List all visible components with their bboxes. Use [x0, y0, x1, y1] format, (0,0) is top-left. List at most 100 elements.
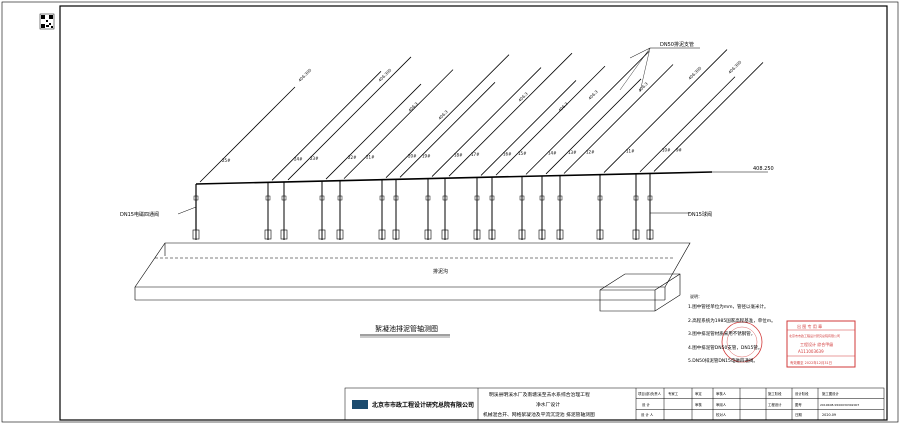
solenoid-valve: [264, 229, 272, 240]
dn50-branch-line: [480, 80, 577, 176]
dn50-branch-line: [399, 82, 496, 178]
dn50-branch-line: [639, 76, 736, 173]
design-notes: 1.图中管径单位为mm，管径以毫米计。 2.高程系统为1985国家高程基准，单位…: [688, 301, 798, 369]
valve-left-label: DN15电磁四通阀: [120, 211, 159, 218]
branch-number: 24#: [294, 156, 303, 161]
solenoid-valve: [336, 229, 344, 240]
pipe-elevation-label: 406.300: [377, 67, 393, 83]
solenoid-valve: [538, 229, 546, 240]
ball-valve: [633, 195, 639, 201]
note-3: 3.图中排泥管材质采用不锈钢管，: [688, 332, 756, 337]
ball-valve: [337, 195, 343, 201]
ball-valve: [519, 195, 525, 201]
title-block-grid: [344, 387, 885, 421]
trench-label: 排泥沟: [433, 268, 448, 275]
ball-valve: [474, 195, 480, 201]
drain-trench: [134, 242, 691, 312]
solenoid-valve: [646, 229, 654, 240]
role-2: 设 计: [642, 402, 650, 407]
notes-heading: 说明：: [690, 293, 702, 299]
drawing-no-label: 图号: [795, 402, 802, 407]
dn50-branch-line: [603, 49, 728, 173]
branch-number: 10#: [662, 148, 671, 153]
stamp-line3: 工程设计 综合甲级: [800, 341, 833, 347]
solenoid-valve: [441, 229, 449, 240]
stage-value: 施工图设计: [822, 391, 840, 396]
solenoid-valve: [518, 229, 526, 240]
ball-valve: [379, 195, 385, 201]
solenoid-valve: [318, 229, 326, 240]
note-2: 2.高程系统为1985国家高程基准，单位m。: [688, 318, 776, 324]
pipe-elevation-label: 406.3: [637, 81, 649, 93]
drawing-no-value: 2019K08-S500030302007: [820, 403, 859, 407]
project-line3: 机械混合开、网格絮凝池及平流沉淀池 排泥管轴测图: [483, 411, 595, 418]
branch-number: 20#: [408, 154, 417, 159]
review-1: 审核人: [716, 391, 727, 396]
solenoid-valve: [192, 229, 200, 240]
review-3: 校对人: [716, 412, 727, 417]
branch-number: 9#: [676, 147, 683, 152]
branch-number: 25#: [222, 158, 231, 163]
dn50-branch-line: [287, 56, 412, 181]
stamp-line5: 有效期至 2022年12月31日: [790, 360, 832, 365]
dn50-branch-line: [343, 69, 454, 179]
project-line1: 明溪县明溪水厂及南塘溪至去水系综合治理工程: [489, 391, 590, 398]
main-elevation: 408.250: [753, 166, 774, 172]
pipe-elevation-label: 406.300: [687, 65, 703, 81]
stamp-line1: 出 图 专 用 章: [797, 323, 822, 329]
solenoid-valve: [488, 229, 496, 240]
dn50-branch-line: [653, 62, 764, 172]
valve-right-label: DN15球阀: [688, 211, 712, 218]
dn50-branch-line: [385, 54, 510, 178]
ball-valve: [442, 195, 448, 201]
branch-number: 14#: [548, 150, 557, 155]
branch-number: 13#: [568, 150, 577, 155]
project-line2: 净水厂设计: [536, 401, 560, 408]
branch-number: 16#: [503, 151, 512, 156]
note-1: 1.图中管径单位为mm，管径以毫米计。: [688, 305, 769, 310]
solenoid-valve: [280, 229, 288, 240]
dn50-branch-line: [271, 71, 382, 181]
drawing-title: 絮凝池排泥管轴测图: [375, 324, 438, 333]
pipe-elevation-label: 406.3: [517, 91, 529, 103]
branch-number: 18#: [454, 153, 463, 158]
role-name-3: 审核: [695, 402, 702, 407]
stamp-line4: A111003639: [798, 349, 824, 354]
solenoid-valve: [392, 229, 400, 240]
solenoid-valve: [556, 229, 564, 240]
dn50-branch-line: [525, 51, 650, 175]
branch-pipes: 25#24#23#22#21#20#19#18#17#16#15#14#13#1…: [192, 49, 764, 240]
solenoid-valve: [378, 229, 386, 240]
ball-valve: [393, 195, 399, 201]
company-logo: [352, 400, 368, 409]
pipe-elevation-label: 406.3: [407, 101, 419, 113]
solenoid-valve: [424, 229, 432, 240]
role-3: 设 计 人: [641, 412, 654, 417]
review-4: 施工阶段: [768, 391, 782, 396]
dn50-branch-line: [495, 65, 606, 176]
branch-number: 17#: [471, 152, 480, 157]
ball-valve: [265, 195, 271, 201]
note-5: 5.DN50排泥管DN15电磁四通阀。: [688, 359, 758, 364]
branch-number: 15#: [518, 151, 527, 156]
dn50-branch-line: [448, 52, 573, 177]
date-value: 2020.09: [822, 413, 836, 417]
role-name-1: 专家工: [668, 391, 679, 396]
review-5: 工程设计: [768, 402, 782, 407]
stamp-line2: 北京市市政工程设计研究总院有限公司: [789, 333, 840, 338]
ball-valve: [319, 195, 325, 201]
main-pipe: [195, 171, 768, 230]
pipe-elevation-label: 406.300: [297, 67, 313, 83]
pipe-elevation-label: 406.300: [727, 59, 743, 75]
organization-name: 北京市市政工程设计研究总院有限公司: [372, 401, 474, 409]
pipe-elevation-label: 406.3: [557, 101, 569, 113]
pipe-elevation-label: 406.3: [587, 89, 599, 101]
branch-number: 22#: [348, 155, 357, 160]
dn50-branch-label: DN50排泥支管: [660, 41, 694, 48]
qr-code: [39, 13, 55, 30]
branch-number: 23#: [310, 156, 319, 161]
dn50-branch-line: [199, 86, 296, 183]
ball-valve: [539, 195, 545, 201]
